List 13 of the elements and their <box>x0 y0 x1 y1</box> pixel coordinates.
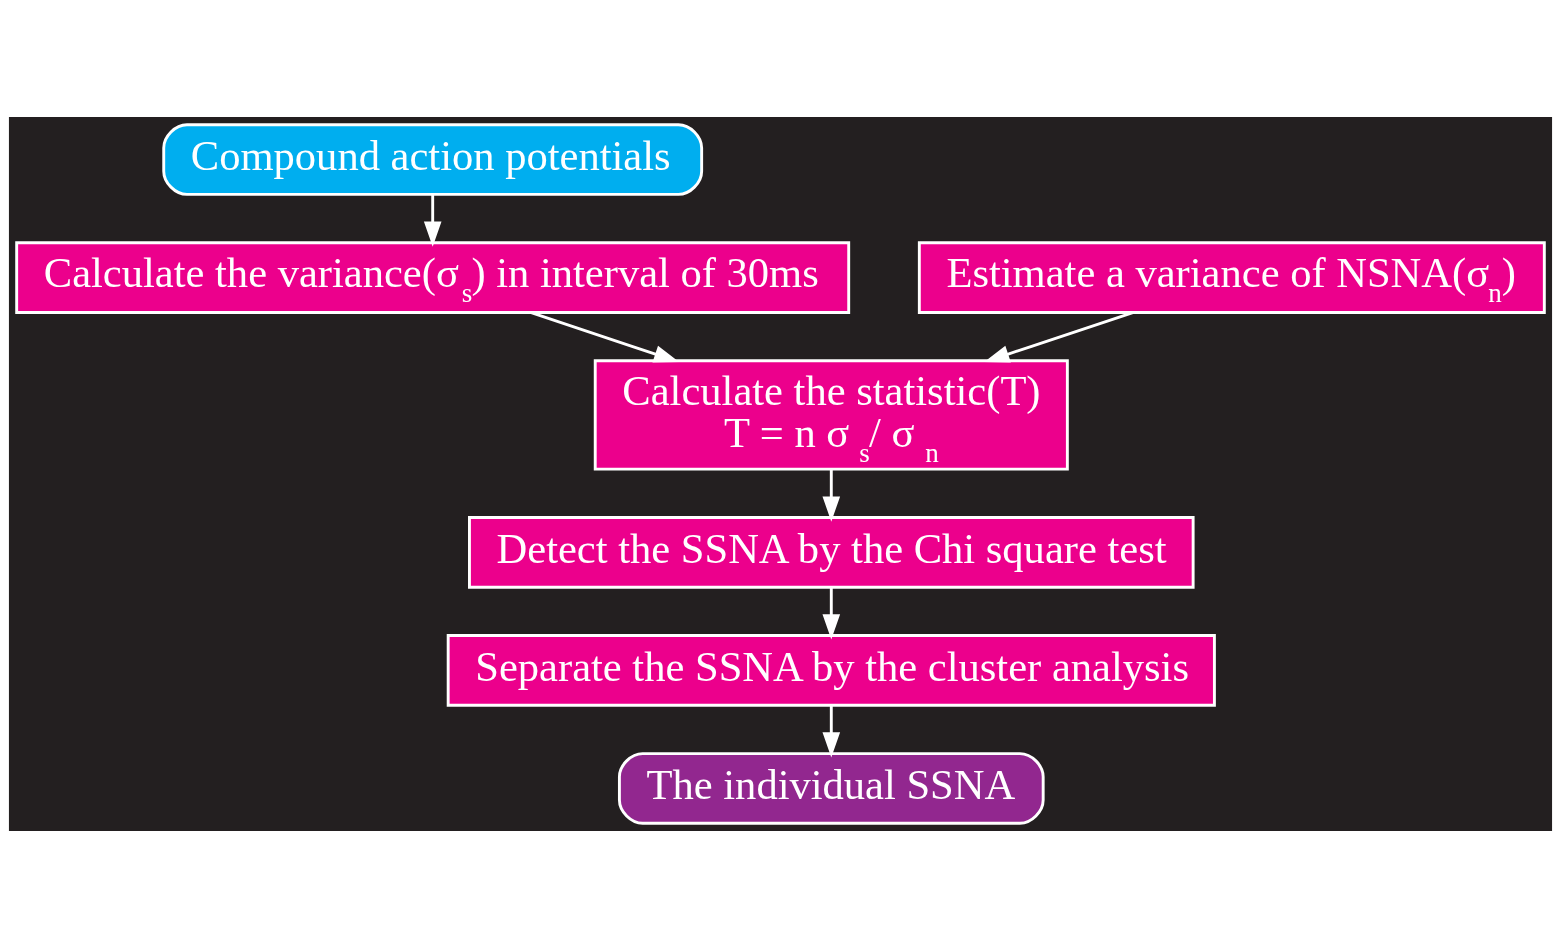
node-box: The individual SSNA <box>617 752 1045 825</box>
node-box: Detect the SSNA by the Chi square test <box>468 516 1195 589</box>
arrow <box>984 311 1134 363</box>
node-box: Estimate a variance of NSNA(σ$_{n}$) <box>917 241 1546 314</box>
arrow <box>822 469 841 522</box>
arrow <box>822 705 841 758</box>
node-box: Separate the SSNA by the cluster analysis <box>446 634 1216 707</box>
arrow <box>530 311 680 363</box>
node-box: Compound action potentials <box>162 123 704 196</box>
node-box: Calculate the statistic(T) T = n σ $_{s}$/ σ $_{n}$ <box>593 359 1069 471</box>
arrow <box>822 587 841 640</box>
arrow <box>423 194 442 247</box>
node-box: Calculate the variance(σ$_{s}$) in interval of 30ms <box>15 241 851 314</box>
